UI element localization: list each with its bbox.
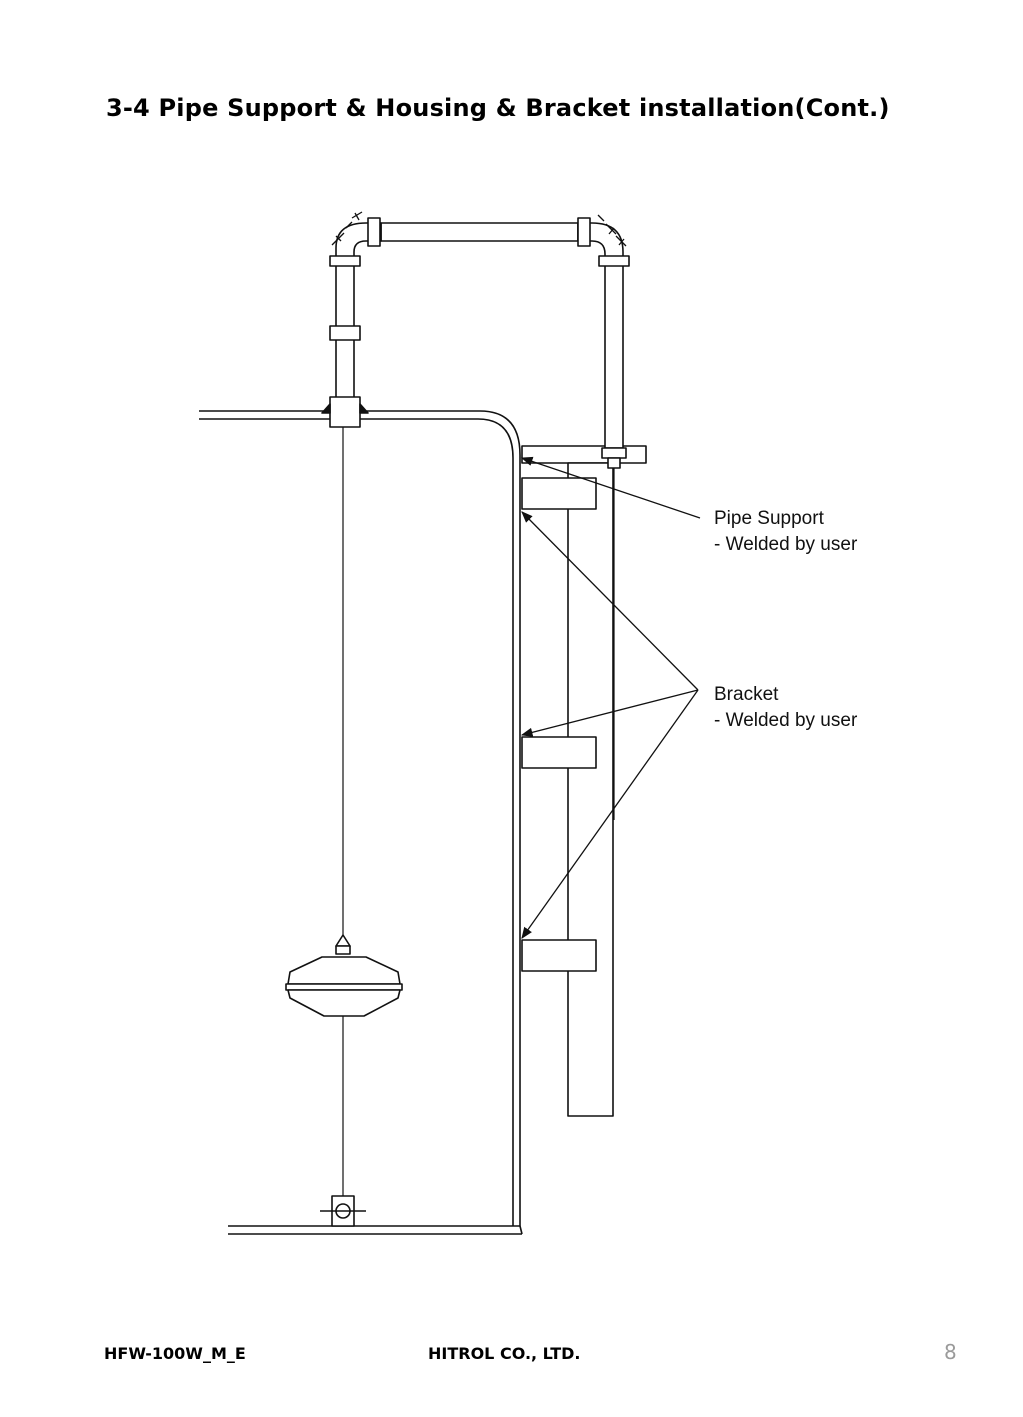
bracket-note: - Welded by user (714, 710, 858, 731)
bracket-top (521, 477, 597, 510)
footer-document-code: HFW-100W_M_E (104, 1344, 246, 1363)
top-flange (321, 396, 369, 428)
pipe-support-label: Pipe Support (714, 508, 824, 529)
pipe-assembly (329, 217, 630, 469)
pipe-support (521, 445, 647, 464)
bracket-middle (521, 736, 597, 769)
elbow-bolts (331, 211, 627, 247)
page-number: 8 (944, 1340, 957, 1364)
bracket-bottom (521, 939, 597, 972)
pipe-support-callout: Pipe Support - Welded by user (714, 506, 857, 558)
bracket-leaders (520, 511, 699, 939)
float (285, 934, 403, 1017)
housing (567, 462, 614, 1117)
pipe-support-note: - Welded by user (714, 534, 858, 555)
bottom-anchor (320, 1195, 366, 1227)
page-title: 3-4 Pipe Support & Housing & Bracket ins… (106, 94, 890, 122)
bracket-label: Bracket (714, 684, 779, 705)
pipe-support-leader (520, 456, 701, 519)
footer-company: HITROL CO., LTD. (428, 1344, 581, 1363)
bracket-callout: Bracket - Welded by user (714, 682, 857, 734)
tank-outline (199, 410, 523, 1235)
